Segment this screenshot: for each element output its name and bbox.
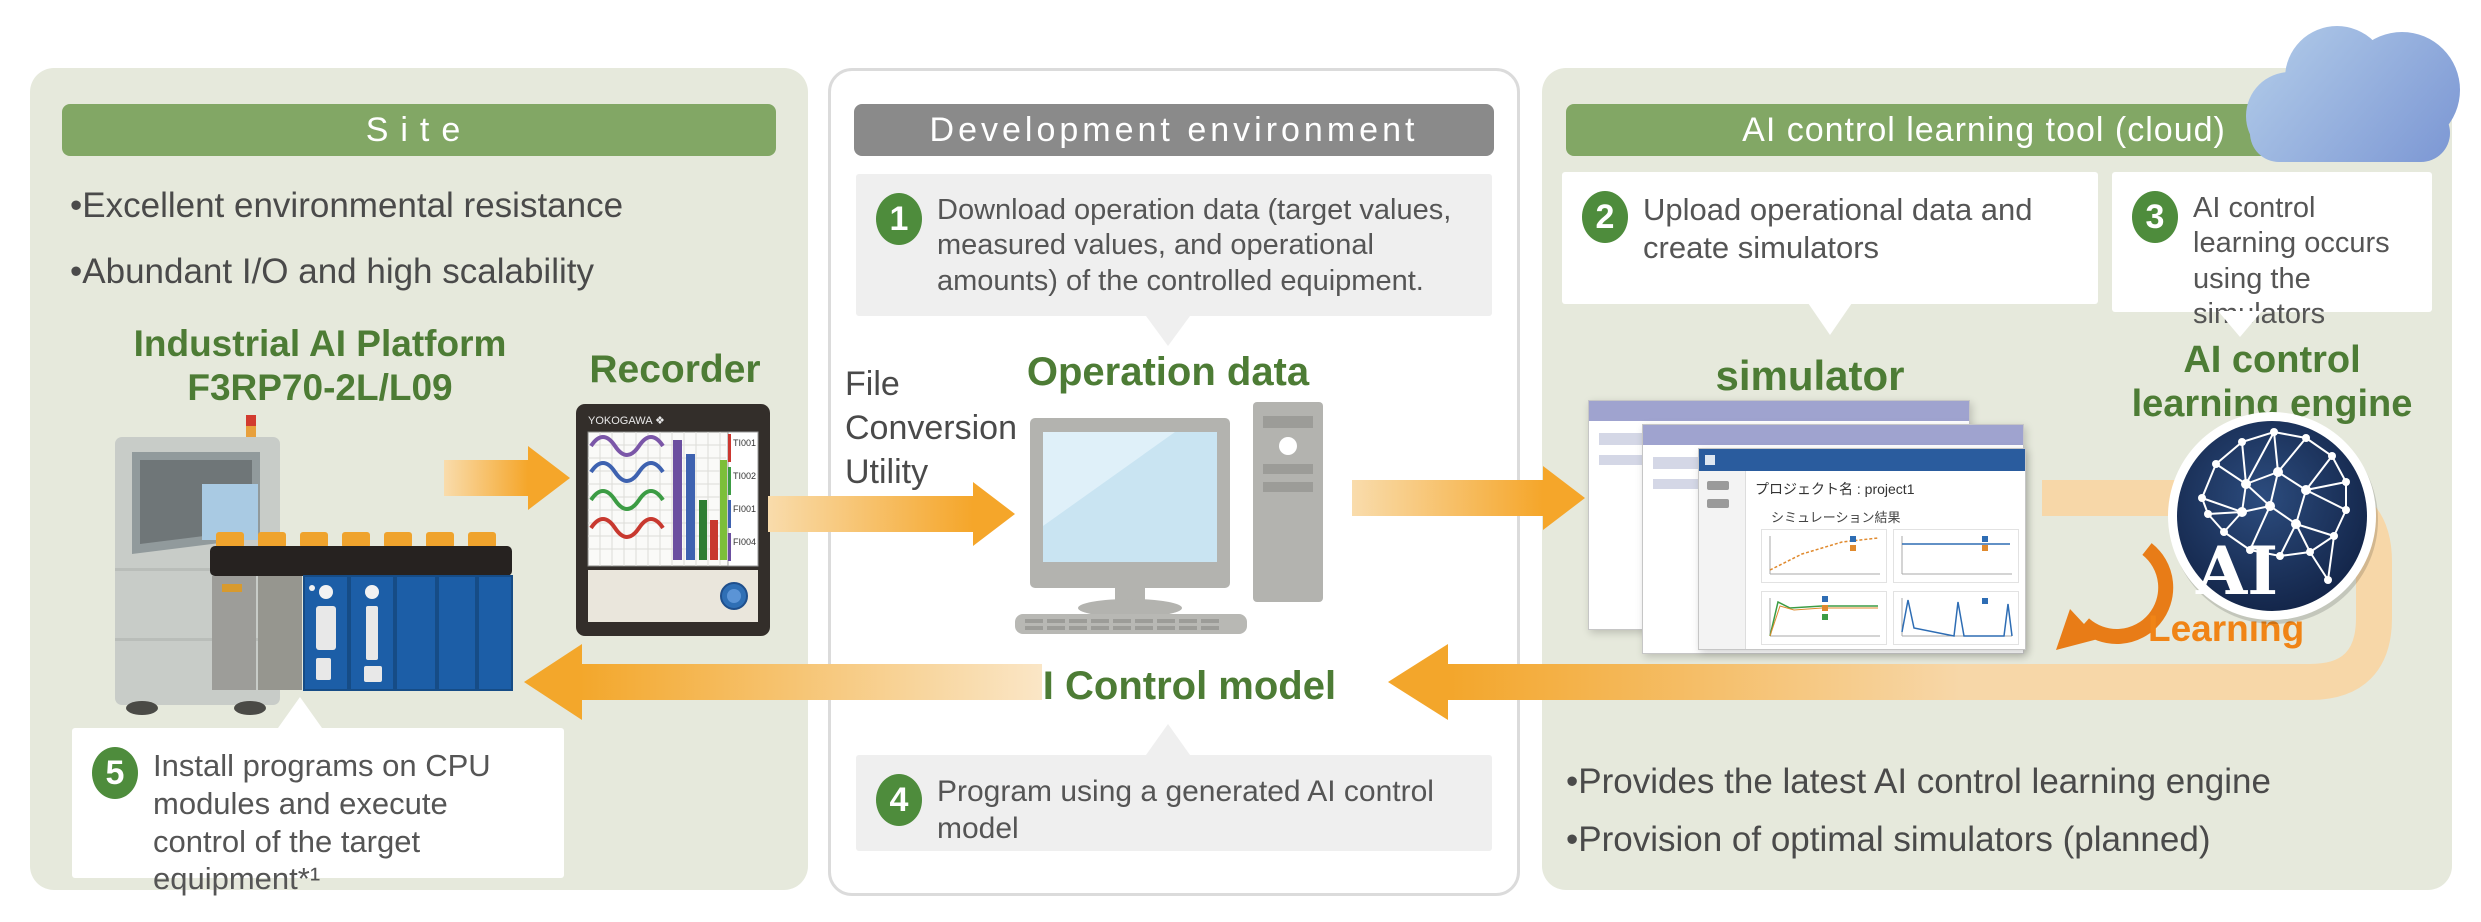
step2-box: 2 Upload operational data and create sim… bbox=[1562, 172, 2098, 304]
mini-chart bbox=[1893, 591, 2019, 645]
step2-pointer bbox=[1808, 303, 1852, 335]
window-icon bbox=[1705, 455, 1715, 465]
step3-text: AI control learning occurs using the sim… bbox=[2193, 192, 2390, 331]
recorder-title: Recorder bbox=[589, 348, 761, 391]
ai-control-model-label: AI Control model bbox=[1013, 664, 1337, 708]
mini-chart bbox=[1761, 591, 1887, 645]
step1-number-badge: 1 bbox=[876, 193, 922, 245]
simulator-label: simulator bbox=[1715, 352, 1905, 399]
simulation-charts bbox=[1761, 529, 2019, 645]
step5-text: Install programs on CPU modules and exec… bbox=[153, 748, 491, 897]
project-name-text: プロジェクト名 : project1 bbox=[1755, 481, 1915, 497]
window-sidebar bbox=[1699, 471, 1746, 649]
simulation-result-text: シミュレーション結果 bbox=[1771, 510, 1901, 525]
cloud-bullet-2: •Provision of optimal simulators (planne… bbox=[1566, 820, 2211, 859]
step4-pointer bbox=[1146, 724, 1190, 755]
site-bullet-2: •Abundant I/O and high scalability bbox=[70, 252, 594, 291]
development-header: Development environment bbox=[854, 104, 1494, 156]
step4-number-badge: 4 bbox=[876, 774, 922, 826]
platform-title: Industrial AI Platform F3RP70-2L/L09 bbox=[85, 322, 555, 410]
cloud-header: AI control learning tool (cloud) bbox=[1566, 104, 2402, 156]
operation-data-label: Operation data bbox=[1026, 350, 1310, 394]
window-titlebar bbox=[1699, 449, 2025, 471]
mini-chart bbox=[1893, 529, 2019, 583]
step4-text: Program using a generated AI control mod… bbox=[937, 775, 1434, 845]
step1-text: Download operation data (target values, … bbox=[937, 194, 1452, 297]
mini-chart bbox=[1761, 529, 1887, 583]
simulator-window-front: プロジェクト名 : project1 シミュレーション結果 bbox=[1698, 448, 2026, 650]
step5-number-badge: 5 bbox=[92, 747, 138, 799]
step1-box: 1 Download operation data (target values… bbox=[856, 174, 1492, 316]
step3-pointer bbox=[2218, 311, 2262, 337]
engine-label: AI control learning engine bbox=[2131, 339, 2413, 425]
step2-text: Upload operational data and create simul… bbox=[1643, 192, 2033, 265]
step5-box: 5 Install programs on CPU modules and ex… bbox=[72, 728, 564, 896]
platform-title-line1: Industrial AI Platform bbox=[133, 323, 507, 364]
cloud-bullet-1: •Provides the latest AI control learning… bbox=[1566, 762, 2271, 801]
step3-box: 3 AI control learning occurs using the s… bbox=[2112, 172, 2432, 330]
window-titlebar bbox=[1643, 425, 2023, 445]
site-header: Site bbox=[62, 104, 776, 156]
window-titlebar bbox=[1589, 401, 1969, 421]
platform-title-line2: F3RP70-2L/L09 bbox=[187, 367, 453, 408]
site-bullet-1: •Excellent environmental resistance bbox=[70, 186, 624, 225]
file-conversion-label: File Conversion Utility bbox=[845, 365, 1017, 491]
step5-pointer bbox=[278, 697, 322, 728]
learning-label: Learning bbox=[2148, 608, 2305, 649]
step2-number-badge: 2 bbox=[1582, 191, 1628, 243]
step1-pointer bbox=[1146, 316, 1190, 346]
step4-box: 4 Program using a generated AI control m… bbox=[856, 755, 1492, 851]
step3-number-badge: 3 bbox=[2132, 191, 2178, 243]
